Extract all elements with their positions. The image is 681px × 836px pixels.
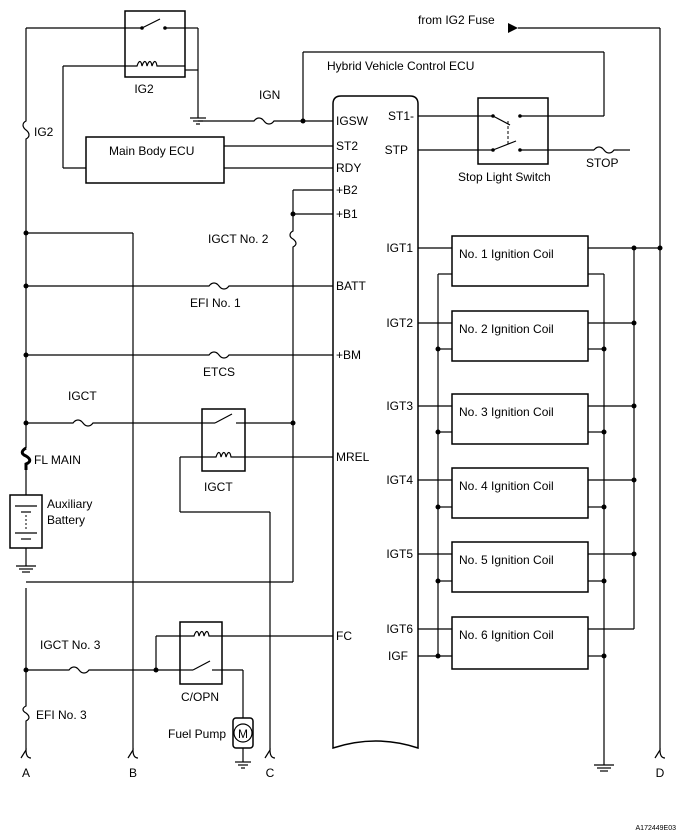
hybrid-ecu-box [332,95,419,750]
fuse-symbols [20,117,618,724]
pin-igt4: IGT4 [386,473,413,487]
stop-label: STOP [586,156,618,170]
ignition-coil-6-label: No. 6 Ignition Coil [459,628,554,642]
battery-icon [9,494,43,549]
pin-igf: IGF [388,649,408,663]
pin-st2: ST2 [336,139,358,153]
ig2-relay-label: IG2 [134,82,154,96]
pin-igt6: IGT6 [386,622,413,636]
ecu-title: Hybrid Vehicle Control ECU [327,59,474,73]
pin-mrel: MREL [336,450,370,464]
pin-b2: +B2 [336,183,358,197]
junction-dots [23,118,663,673]
efi-no3-fuse-label: EFI No. 3 [36,708,87,722]
from-ig2-fuse-label: from IG2 Fuse [418,13,495,27]
ignition-coil-1-label: No. 1 Ignition Coil [459,247,554,261]
stop-light-switch-label: Stop Light Switch [458,170,551,184]
connector-c: C [266,766,275,780]
pin-igt5: IGT5 [386,547,413,561]
ignition-coil-2-label: No. 2 Ignition Coil [459,322,554,336]
stop-light-switch [477,97,549,165]
ig2-relay [124,10,186,78]
motor-icon [232,717,254,749]
ecu-left-pins: IGSW ST2 RDY +B2 +B1 BATT +BM MREL FC [336,114,370,643]
igct-fuse-label: IGCT [68,389,97,403]
ignition-coil-4-label: No. 4 Ignition Coil [459,479,554,493]
battery-label-line2: Battery [47,513,85,527]
main-body-ecu-box [85,136,225,184]
ignition-coil-labels: No. 1 Ignition Coil No. 2 Ignition Coil … [459,247,554,642]
pin-fc: FC [336,629,352,643]
pin-igt2: IGT2 [386,316,413,330]
ignition-coil-3-label: No. 3 Ignition Coil [459,405,554,419]
ecu-right-pins: ST1- STP IGT1 IGT2 IGT3 IGT4 IGT5 IGT6 I… [385,109,414,663]
ignition-coil-boxes [451,235,589,670]
wiring-lines [16,27,661,772]
ign-fuse-label: IGN [259,88,280,102]
pin-bm: +BM [336,348,361,362]
pin-b1: +B1 [336,207,358,221]
connector-d: D [656,766,665,780]
connector-breaks [20,747,666,759]
main-body-ecu-label: Main Body ECU [109,144,194,158]
fuel-pump-label: Fuel Pump [168,727,226,741]
figure-id: A172449E03 [636,825,677,832]
igct-relay [201,408,246,472]
connector-labels: A B C D [22,766,665,780]
ignition-coil-5-label: No. 5 Ignition Coil [459,553,554,567]
connector-a: A [22,766,30,780]
pin-stp: STP [385,143,408,157]
pin-igsw: IGSW [336,114,369,128]
pin-batt: BATT [336,279,366,293]
igct-relay-label: IGCT [204,480,233,494]
pin-igt3: IGT3 [386,399,413,413]
pin-rdy: RDY [336,161,361,175]
pin-igt1: IGT1 [386,241,413,255]
ig2-fuse-label: IG2 [34,125,54,139]
etcs-fuse-label: ETCS [203,365,235,379]
pin-st1: ST1- [388,109,414,123]
igct-no2-fuse-label: IGCT No. 2 [208,232,269,246]
copn-relay [179,621,223,685]
igct-no3-fuse-label: IGCT No. 3 [40,638,101,652]
battery-label-line1: Auxiliary [47,497,92,511]
arrow-right-icon [508,23,518,33]
efi-no1-fuse-label: EFI No. 1 [190,296,241,310]
connector-b: B [129,766,137,780]
copn-relay-label: C/OPN [181,690,219,704]
fl-main-label: FL MAIN [34,453,81,467]
motor-symbol-label: M [238,727,248,741]
